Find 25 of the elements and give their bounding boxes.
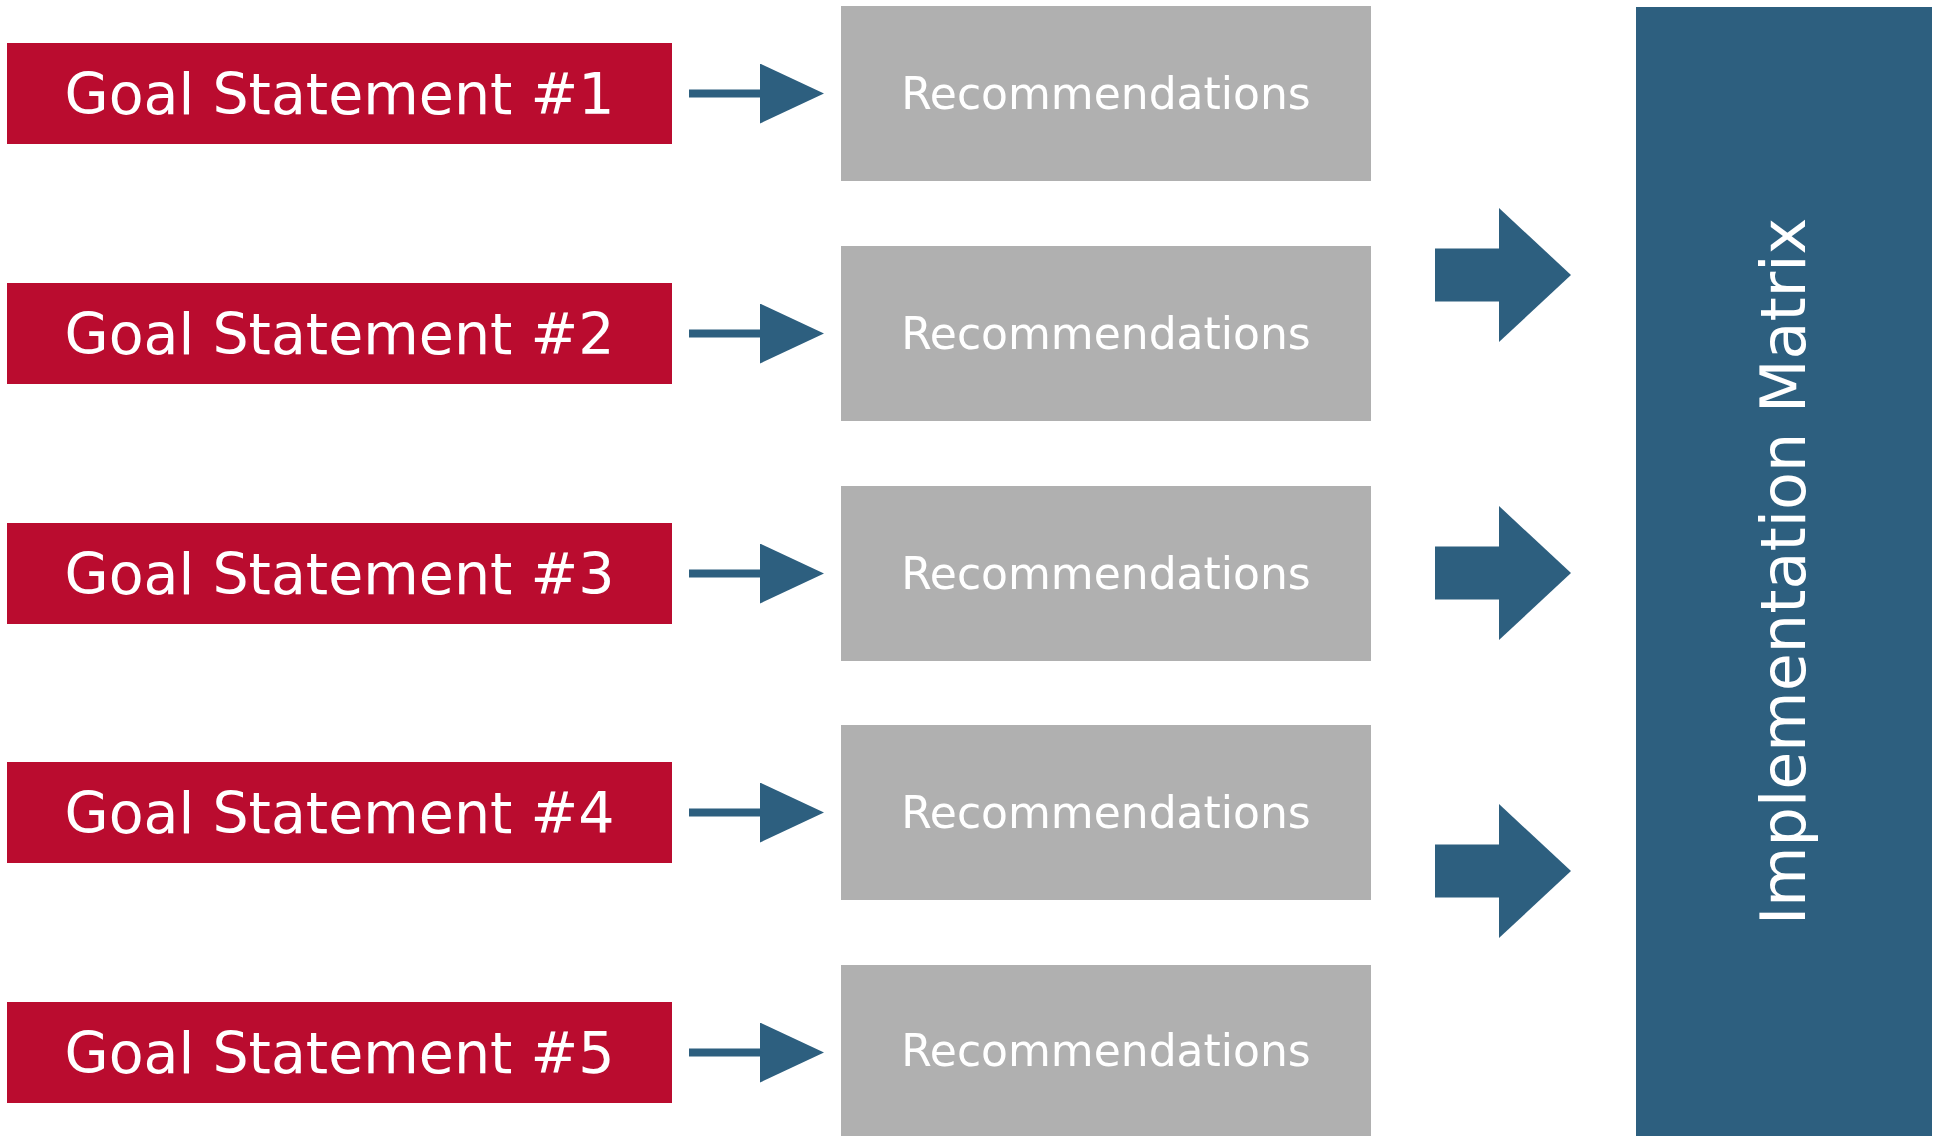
block-arrow [1435,506,1571,640]
recommendations-text: Recommendations [901,68,1311,119]
matrix-panel [1636,7,1932,1136]
goal-statement: Goal Statement #4 [64,779,615,846]
recommendations-text: Recommendations [901,787,1311,838]
recommendations-box [841,6,1371,181]
recommendations-text: Recommendations [901,308,1311,359]
recommendations-box [841,965,1371,1136]
recommendations-box [841,486,1371,661]
recommendations-text: Recommendations [901,548,1311,599]
goal-statement: Goal Statement #1 [64,60,615,127]
goal-statement: Goal Statement #5 [64,1019,615,1086]
recommendations-box [841,246,1371,421]
recommendations-box [841,725,1371,900]
goal-statement: Goal Statement #2 [64,300,615,367]
matrix-title: Implementation Matrix [1747,217,1821,926]
goal-box [7,43,672,144]
goal-box [7,523,672,624]
block-arrow [1435,804,1571,938]
block-arrow [1435,208,1571,342]
goal-box [7,1002,672,1103]
goal-statement: Goal Statement #3 [64,540,615,607]
goal-box [7,283,672,384]
recommendations-text: Recommendations [901,1025,1311,1076]
goal-box [7,762,672,863]
